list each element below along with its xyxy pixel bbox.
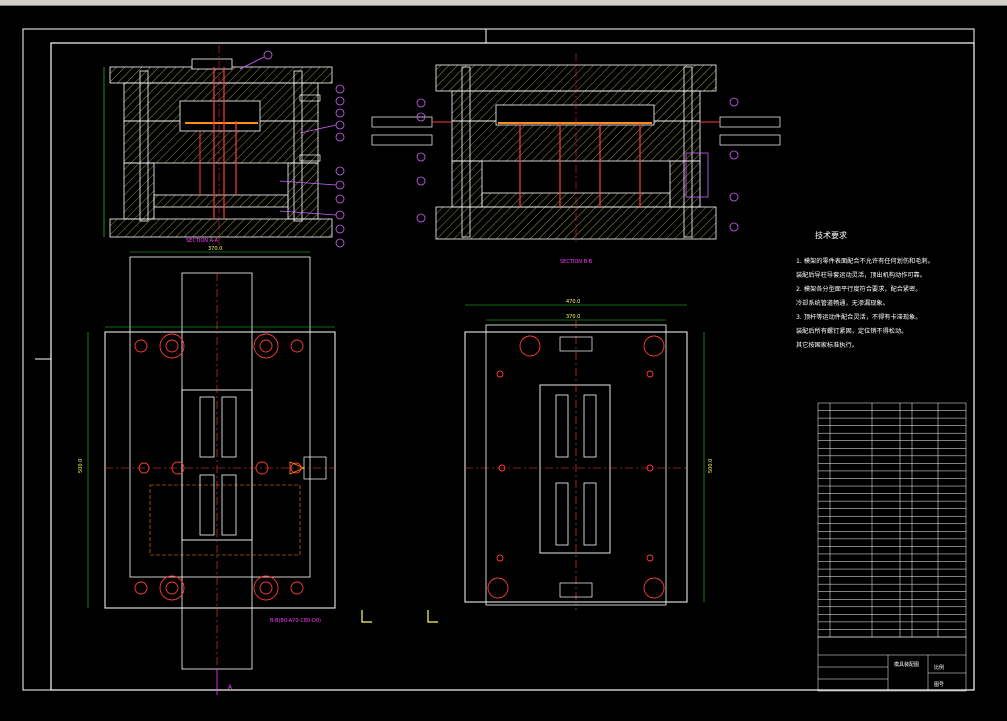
tech-line-6: 装配后所有螺钉紧固，定位销不得松动。 [796,327,907,335]
title-block-name: 模具装配图 [894,661,919,668]
parts-list-table[interactable] [817,402,967,638]
plan-view-left[interactable]: 370.0 500.0 B-B(B0-A70-C80-D0) A [78,246,336,695]
cad-drawing-canvas[interactable]: SECTION A-A SECTION [0,5,1007,717]
section-aa-label: SECTION A-A [186,238,219,244]
dim-right-overall: 470.0 [566,299,580,305]
drawing-sheet[interactable]: SECTION A-A SECTION [0,5,1007,717]
title-block-drawing-no: 图号 [934,682,944,688]
title-block[interactable] [817,636,967,692]
title-block-scale: 比例 [934,664,944,671]
tech-line-7: 其它按国家标准执行。 [796,341,858,349]
tech-line-4: 冷却系统管道畅通，无渗漏现象。 [796,299,889,307]
plan-view-right[interactable]: 470.0 370.0 500.0 [464,299,714,610]
dim-right-inner: 370.0 [566,314,580,320]
tech-line-3: 2. 模架各分型面平行度符合要求，配合紧密。 [796,285,921,293]
marker-a: A [228,684,233,691]
section-bb-view[interactable]: SECTION B-B [371,53,781,265]
tech-line-2: 装配后导柱导套运动灵活，顶出机构动作可靠。 [796,271,926,279]
tech-title: 技术要求 [815,230,847,240]
technical-requirements: 技术要求 1. 模架的零件表面配合不允许有任何划伤和毛刺。 装配后导柱导套运动灵… [796,230,934,349]
dim-left-inner: 370.0 [208,246,222,252]
section-bb-label: SECTION B-B [560,259,593,265]
plan-left-label: B-B(B0-A70-C80-D0) [270,618,321,624]
section-aa-view[interactable]: SECTION A-A [103,45,345,248]
tech-line-5: 3. 顶杆等运动件配合灵活，不得有卡滞现象。 [796,313,921,321]
sheet-border [22,28,975,691]
dim-right-height: 500.0 [708,459,714,473]
view-markers [361,610,438,623]
dim-left-height: 500.0 [78,459,84,473]
window-title-bar [0,0,1007,6]
tech-line-1: 1. 模架的零件表面配合不允许有任何划伤和毛刺。 [796,257,934,265]
